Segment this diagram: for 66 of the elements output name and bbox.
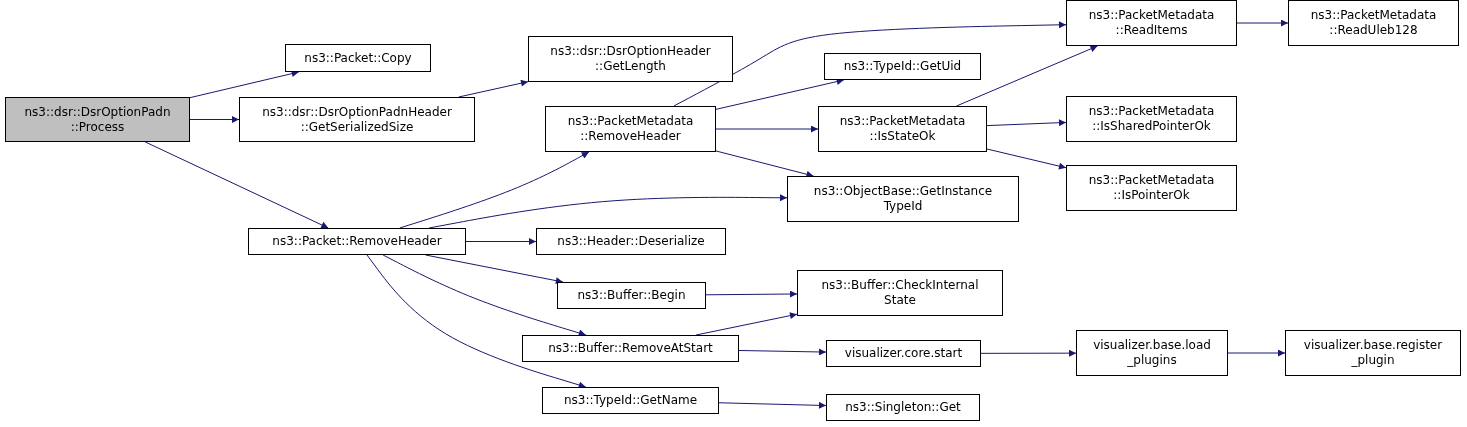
function-box: [1066, 96, 1237, 142]
function-box: [536, 228, 726, 255]
function-name: ns3::Packet::RemoveHeader: [272, 234, 442, 249]
call-arrow: [986, 119, 1067, 127]
function-name: ns3::Buffer::CheckInternal State: [820, 278, 980, 308]
call-arrow: [366, 254, 587, 389]
function-box: [824, 53, 981, 80]
function-box: [542, 387, 719, 414]
call-arrow: [189, 70, 300, 99]
call-arrow: [189, 116, 240, 123]
function-name: ns3::PacketMetadata ::IsPointerOk: [1087, 173, 1216, 203]
function-name: ns3::Buffer::Begin: [577, 288, 686, 303]
function-box: [1288, 0, 1459, 46]
function-name: ns3::PacketMetadata ::ReadItems: [1087, 8, 1216, 38]
function-box: [285, 44, 431, 72]
function-box: [5, 97, 190, 142]
function-box: [248, 228, 466, 255]
call-arrow: [986, 148, 1067, 170]
function-box: [1066, 0, 1237, 46]
function-name: ns3::Singleton::Get: [845, 400, 961, 415]
call-arrow: [1227, 349, 1286, 357]
call-arrow: [715, 150, 814, 178]
function-name: ns3::PacketMetadata ::IsSharedPointerOk: [1087, 104, 1216, 134]
call-arrow: [956, 45, 1098, 107]
call-arrow: [715, 78, 845, 110]
function-name: visualizer.core.start: [844, 346, 963, 361]
call-arrow: [399, 151, 590, 229]
call-arrow: [738, 348, 827, 356]
function-name: ns3::TypeId::GetName: [563, 393, 698, 408]
function-box: [545, 106, 716, 152]
function-box: [797, 270, 1003, 316]
function-box: [818, 106, 987, 152]
call-arrow: [382, 254, 587, 337]
function-name: ns3::Packet::Copy: [304, 50, 412, 66]
function-name: ns3::ObjectBase::GetInstance TypeId: [812, 184, 994, 214]
function-name: ns3::Buffer::RemoveAtStart: [548, 341, 713, 356]
function-name: ns3::PacketMetadata ::ReadUleb128: [1309, 8, 1438, 38]
function-box: [528, 36, 733, 82]
function-box: [522, 335, 739, 362]
function-box: [1076, 330, 1228, 376]
call-arrow: [980, 349, 1077, 357]
function-name: ns3::TypeId::GetUid: [843, 59, 962, 74]
call-arrow: [1236, 19, 1289, 27]
function-name: ns3::dsr::DsrOptionPadn ::Process: [23, 104, 172, 135]
function-name: ns3::PacketMetadata ::RemoveHeader: [566, 114, 695, 144]
function-name: visualizer.base.load _plugins: [1092, 338, 1212, 368]
function-box: [557, 282, 706, 309]
call-arrow: [705, 290, 798, 298]
function-name: ns3::PacketMetadata ::IsStateOk: [838, 114, 967, 144]
call-arrow: [718, 401, 827, 409]
call-arrow: [425, 254, 564, 285]
function-box: [1066, 165, 1237, 211]
function-box: [1285, 330, 1461, 376]
function-box: [239, 97, 475, 142]
function-box: [826, 394, 980, 421]
function-box: [826, 340, 981, 367]
call-arrow: [715, 125, 819, 133]
call-arrow: [144, 141, 329, 229]
function-name: ns3::dsr::DsrOptionHeader ::GetLength: [549, 44, 712, 74]
function-name: ns3::Header::Deserialize: [557, 234, 705, 249]
function-name: visualizer.base.register _plugin: [1302, 338, 1444, 368]
call-arrow: [458, 79, 529, 98]
function-name: ns3::dsr::DsrOptionPadnHeader ::GetSerializedSize: [261, 104, 453, 135]
call-arrow: [673, 21, 1067, 107]
call-arrow: [465, 238, 537, 245]
function-box: [787, 176, 1019, 222]
